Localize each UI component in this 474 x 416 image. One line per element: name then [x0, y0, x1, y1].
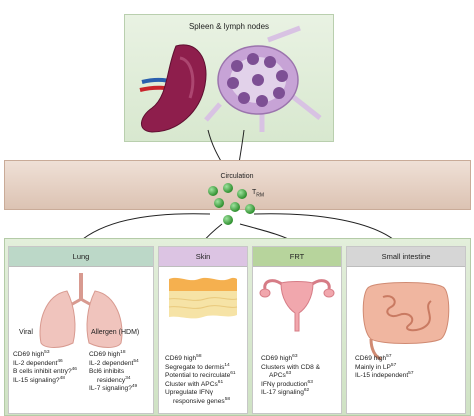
lung-panel-header: Lung: [9, 247, 153, 267]
intestine-icon: [362, 282, 450, 361]
small-intestine-panel-header: Small intestine: [347, 247, 465, 267]
frt-list: CD69 high63 Clusters with CD8 & APCs63 I…: [261, 354, 320, 398]
list-item: CD69 high53: [13, 350, 50, 358]
skin-icon: [168, 277, 238, 319]
small-intestine-panel: Small intestine CD69 high57 Mainly in LP…: [346, 246, 466, 414]
list-item: Upregulate IFNγ: [165, 389, 214, 397]
list-item: CD69 high57: [355, 354, 392, 362]
trm-label: TRM: [252, 189, 265, 199]
lung-allergen-title: Allergen (HDM): [91, 329, 140, 336]
circulation-band: [4, 160, 471, 210]
spleen-lymph-node-title: Spleen & lymph nodes: [188, 22, 270, 31]
lung-viral-list: CD69 high53 IL-2 dependent46 B cells inh…: [13, 350, 77, 385]
list-item: residency34: [97, 375, 131, 384]
list-item: IL-7 signaling?49: [89, 384, 138, 393]
skin-list: CD69 high58 Segregate to dermis14 Potent…: [165, 354, 236, 407]
list-item: Clusters with CD8 &: [261, 363, 320, 371]
skin-panel: Skin CD69 high58 Segregate to dermis14 P…: [158, 246, 248, 414]
list-item: IL-15 independent57: [355, 371, 414, 380]
list-item: Segregate to dermis14: [165, 362, 230, 371]
lung-panel-title: Lung: [72, 252, 90, 261]
list-item: CD69 high63: [261, 354, 298, 362]
lung-panel: Lung Viral Allergen (HDM) CD69 high53 IL…: [8, 246, 154, 414]
lung-allergen-list: CD69 high18 IL-2 dependent54 Bcl6 inhibi…: [89, 350, 139, 394]
list-item: IL-15 signaling?48: [13, 375, 65, 384]
list-item: IL-17 signaling62: [261, 388, 310, 397]
list-item: B cells inhibit entry?46: [13, 367, 77, 376]
small-intestine-panel-title: Small intestine: [381, 252, 431, 261]
skin-panel-title: Skin: [195, 252, 211, 261]
list-item: CD69 high58: [165, 354, 202, 362]
list-item: APCs63: [269, 371, 292, 380]
list-item: Potential to recirculate61: [165, 371, 236, 380]
frt-panel-header: FRT: [253, 247, 341, 267]
list-item: Mainly in LP57: [355, 362, 397, 371]
lung-viral-title: Viral: [19, 329, 33, 336]
skin-panel-header: Skin: [159, 247, 247, 267]
list-item: IL-2 dependent46: [13, 358, 63, 367]
frt-panel-title: FRT: [289, 252, 305, 261]
list-item: IL-2 dependent54: [89, 358, 139, 367]
lung-allergen-title-wrap: Allergen (HDM): [91, 329, 139, 338]
uterus-icon: [259, 279, 335, 332]
circulation-title: Circulation: [220, 173, 254, 180]
list-item: responsive genes58: [173, 396, 231, 405]
list-item: CD69 high18: [89, 350, 126, 358]
lung-viral-title-wrap: Viral: [19, 329, 33, 338]
list-item: IFNγ production63: [261, 379, 313, 388]
list-item: Cluster with APCs61: [165, 379, 224, 388]
list-item: Bcl6 inhibits: [89, 368, 125, 376]
frt-panel: FRT CD69 high63 Clusters with CD8 & APCs…: [252, 246, 342, 414]
small-intestine-list: CD69 high57 Mainly in LP57 IL-15 indepen…: [355, 354, 414, 381]
lung-icon: [39, 273, 123, 348]
